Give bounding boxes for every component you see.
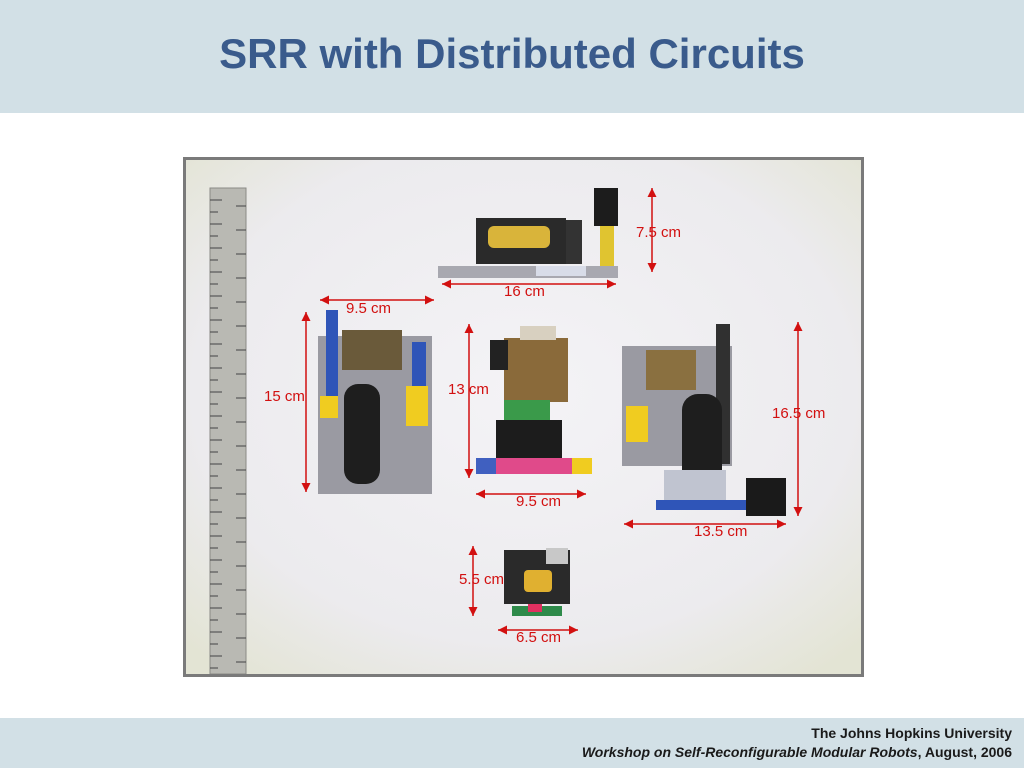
footer-band <box>0 718 1024 768</box>
label-small-width: 6.5 cm <box>516 629 561 646</box>
label-top-height: 7.5 cm <box>636 224 681 241</box>
label-left-width: 9.5 cm <box>346 300 391 317</box>
label-small-height: 5.5 cm <box>459 571 504 588</box>
robot-modules-photo: 7.5 cm 16 cm 9.5 cm 15 cm 13 cm 9.5 cm 1… <box>183 157 864 677</box>
ruler <box>209 187 247 674</box>
label-left-height: 15 cm <box>264 388 305 405</box>
footer-institution: The Johns Hopkins University <box>811 725 1012 741</box>
top-module <box>438 188 618 278</box>
footer-venue: Workshop on Self-Reconfigurable Modular … <box>581 744 918 760</box>
footer-venue-line: Workshop on Self-Reconfigurable Modular … <box>582 744 1012 760</box>
small-module <box>504 548 570 616</box>
label-center-width: 9.5 cm <box>516 493 561 510</box>
header-band <box>0 0 1024 113</box>
left-module <box>318 310 432 494</box>
measurement-lines <box>301 188 803 635</box>
label-center-height: 13 cm <box>448 381 489 398</box>
label-right-width: 13.5 cm <box>694 523 747 540</box>
slide-title: SRR with Distributed Circuits <box>219 30 805 77</box>
center-module <box>476 326 592 474</box>
photo-drawing: 7.5 cm 16 cm 9.5 cm 15 cm 13 cm 9.5 cm 1… <box>186 160 861 674</box>
right-module <box>622 324 786 516</box>
footer-date: , August, 2006 <box>917 744 1012 760</box>
label-top-width: 16 cm <box>504 283 545 300</box>
label-right-height: 16.5 cm <box>772 405 825 422</box>
